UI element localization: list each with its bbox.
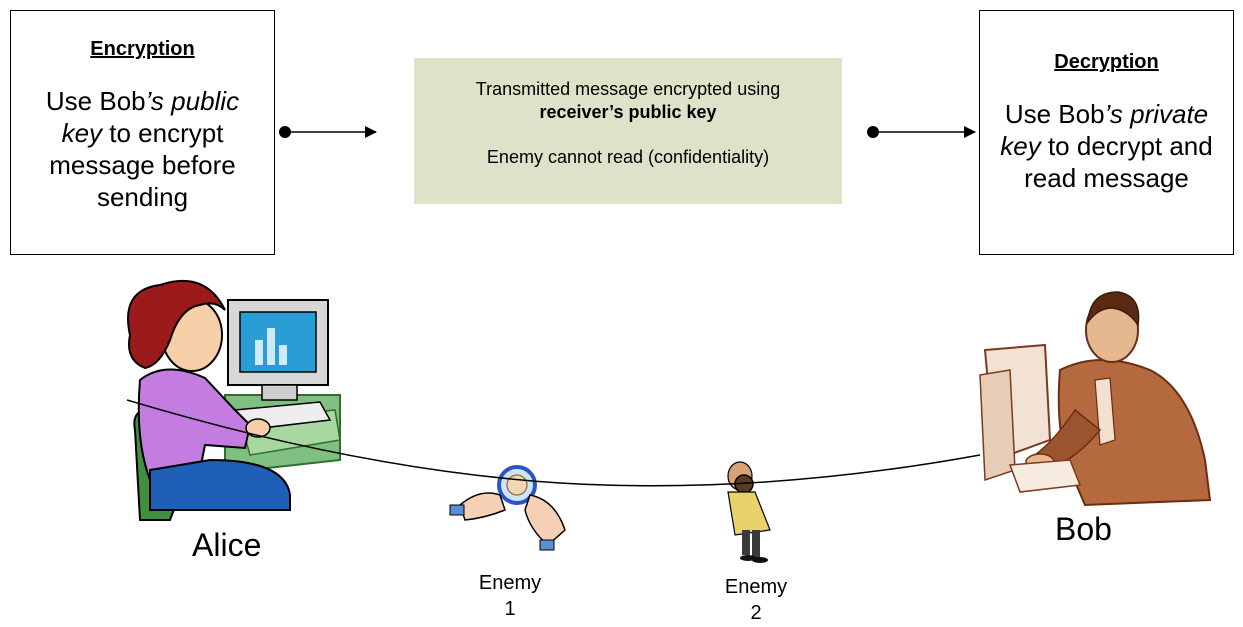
message-line-1: Transmitted message encrypted using <box>475 79 781 99</box>
enemy1-label: Enemy 1 <box>478 572 542 620</box>
message-line-2: receiver’s public key <box>539 102 717 122</box>
encryption-text: Use Bob’s public key to encrypt message … <box>45 86 240 212</box>
communication-line <box>126 399 981 487</box>
alice-computer-icon <box>127 279 341 521</box>
bob-computer-icon <box>979 291 1212 507</box>
connector-message-to-dec <box>867 126 976 138</box>
bob-label: Bob <box>1055 511 1112 547</box>
enemy2-label: Enemy 2 <box>724 576 788 624</box>
enemy1-magnifier-icon <box>449 465 566 551</box>
encryption-box: Encryption Use Bob’s public key to encry… <box>10 10 275 255</box>
message-line-3: Enemy cannot read (confidentiality) <box>486 147 770 167</box>
enemy2-magnifier-icon <box>727 461 771 563</box>
alice-label: Alice <box>192 527 262 563</box>
transmitted-message-box: Transmitted message encrypted using rece… <box>414 58 842 204</box>
decryption-box: Decryption Use Bob’s private key to decr… <box>979 10 1234 255</box>
decryption-title: Decryption <box>1054 51 1159 73</box>
encryption-title: Encryption <box>90 38 195 60</box>
connector-enc-to-message <box>279 126 377 138</box>
decryption-text: Use Bob’s private key to decrypt and rea… <box>1000 99 1213 193</box>
